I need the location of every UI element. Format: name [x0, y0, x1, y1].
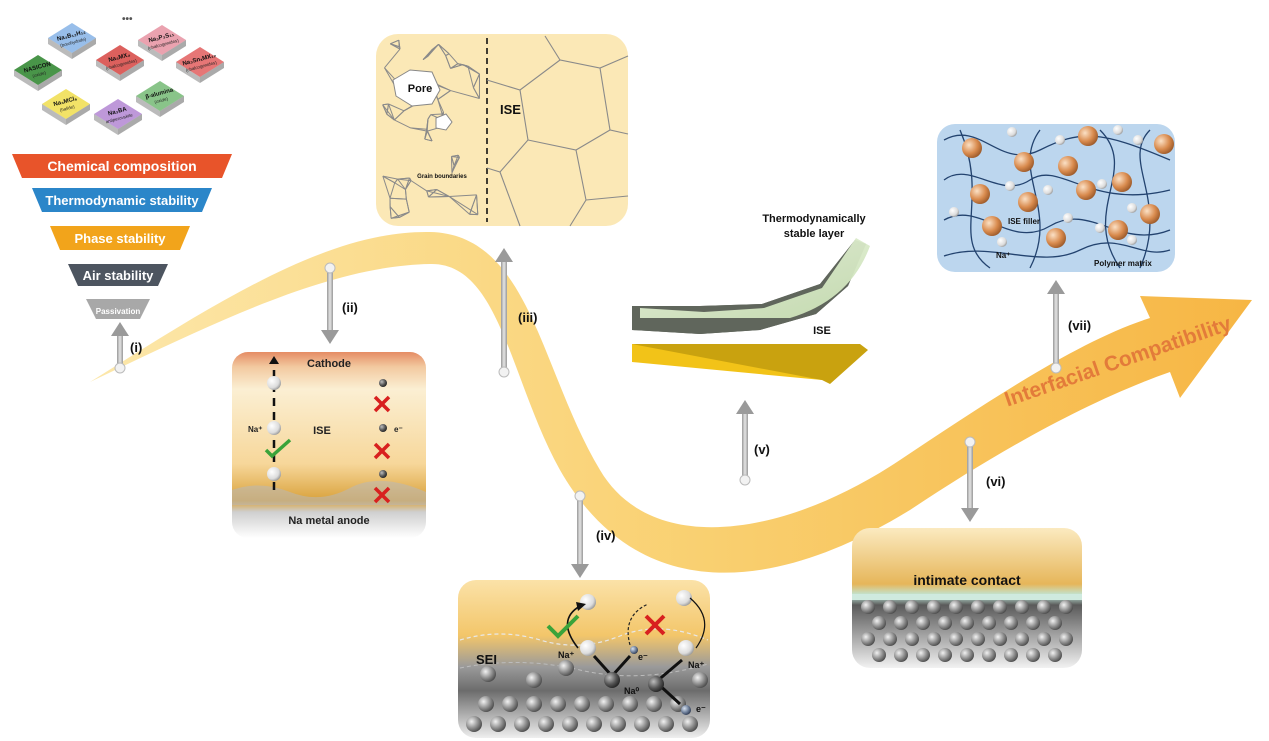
- cross-icon: [373, 486, 391, 504]
- funnel-level: Chemical composition: [12, 154, 232, 178]
- step-label-iv: (iv): [596, 528, 616, 543]
- na-ion-label: Na⁺: [248, 425, 262, 434]
- step-label-ii: (ii): [342, 300, 358, 315]
- step-label-v: (v): [754, 442, 770, 457]
- stable-layer-label-line1: Thermodynamically: [762, 213, 866, 225]
- funnel-level-label: Phase stability: [74, 231, 166, 246]
- panel-vi-intimate-contact: intimate contact: [852, 528, 1082, 668]
- tile-type: (oxide): [32, 70, 47, 79]
- na-ion-label-left: Na⁺: [558, 650, 575, 660]
- cross-icon: [373, 395, 391, 413]
- material-tiles: NASICON(oxide)Na₃B₁₂H₁₂(borohydride)Na₃M…: [14, 23, 224, 135]
- panel-iii-microstructure: Pore Grain boundaries ISE: [376, 34, 629, 227]
- pore-label: Pore: [408, 83, 432, 95]
- step-arrows: [111, 248, 1065, 578]
- na-ion-label-right: Na⁺: [688, 660, 705, 670]
- material-tile: Na₃SnₓMX₁₂(chalcogenides): [176, 47, 224, 83]
- intimate-contact-label: intimate contact: [913, 572, 1021, 588]
- step-arrow: [961, 436, 979, 522]
- pore-shape: [392, 69, 441, 107]
- cross-icon: [644, 614, 666, 636]
- na-ion-path: [264, 356, 292, 490]
- material-tile: Na₃B₁₂H₁₂(borohydride): [48, 23, 96, 59]
- step-arrow: [111, 322, 129, 374]
- material-tile: Na₃MX₄(chalcogenides): [96, 45, 144, 81]
- panel-ii-stability: Cathode ISE Na⁺ e⁻ Na metal anode: [232, 352, 426, 538]
- material-tile: NASICON(oxide): [14, 55, 62, 91]
- electron-label-mid: e⁻: [638, 652, 648, 662]
- stable-layer-label-line2: stable layer: [784, 228, 845, 240]
- panel-v-stable-layer: Thermodynamically stable layer ISE: [632, 213, 870, 384]
- funnel-level-label: Chemical composition: [47, 158, 196, 174]
- panel-vii-composite: ISE filler Na⁺ Polymer matrix: [937, 124, 1175, 272]
- na-metal-label: Na⁰: [624, 686, 640, 696]
- step-label-iii: (iii): [518, 310, 538, 325]
- tile-type: (borohydride): [60, 36, 88, 48]
- step-label-i: (i): [130, 340, 142, 355]
- anode-label: Na metal anode: [288, 515, 369, 527]
- funnel-level-label: Air stability: [83, 268, 155, 283]
- sei-label: SEI: [476, 652, 497, 667]
- material-tile: Na₃MCl₆(halide): [42, 89, 90, 125]
- step-label-vii: (vii): [1068, 318, 1091, 333]
- step-arrow: [736, 400, 754, 486]
- step-arrow: [321, 262, 339, 344]
- tile-type: (halide): [59, 104, 75, 113]
- ise-label: ISE: [813, 325, 831, 337]
- step-arrow: [1047, 280, 1065, 374]
- electron-label-bottom: e⁻: [696, 704, 706, 714]
- funnel-level-label: Thermodynamic stability: [45, 193, 199, 208]
- check-icon: [546, 614, 580, 639]
- ise-filler-label: ISE filler: [1008, 217, 1040, 226]
- cathode-label: Cathode: [307, 358, 351, 370]
- tiles-ellipsis: •••: [122, 14, 133, 25]
- ise-label: ISE: [500, 102, 521, 117]
- ise-label: ISE: [313, 425, 331, 437]
- check-icon: [264, 438, 292, 459]
- material-tile: β-alumina(oxide): [136, 81, 184, 117]
- tile-name: Na₃MX₄: [108, 52, 131, 64]
- tile-type: (oxide): [154, 96, 169, 105]
- funnel-level-label: Passivation: [96, 307, 141, 316]
- funnel-level: Passivation: [86, 299, 150, 319]
- step-arrow: [571, 490, 589, 578]
- electron-blocked-path: [373, 379, 391, 504]
- step-arrow: [495, 248, 513, 378]
- funnel-level: Thermodynamic stability: [32, 188, 212, 212]
- na-ion-label: Na⁺: [996, 251, 1010, 260]
- funnel-level: Phase stability: [50, 226, 190, 250]
- funnel-level: Air stability: [68, 264, 168, 286]
- tile-name: Na₃BA: [107, 107, 128, 118]
- panel-iv-sei: SEI Na⁺ e⁻ Na⁺ Na⁰ e⁻: [458, 580, 710, 738]
- electron-label: e⁻: [394, 425, 403, 434]
- grain-boundaries-label: Grain boundaries: [417, 174, 467, 180]
- cross-icon: [373, 442, 391, 460]
- material-tile: Na₃P₃S₁₁(chalcogenides): [138, 25, 186, 61]
- polymer-matrix-label: Polymer matrix: [1094, 259, 1152, 268]
- step-label-vi: (vi): [986, 474, 1006, 489]
